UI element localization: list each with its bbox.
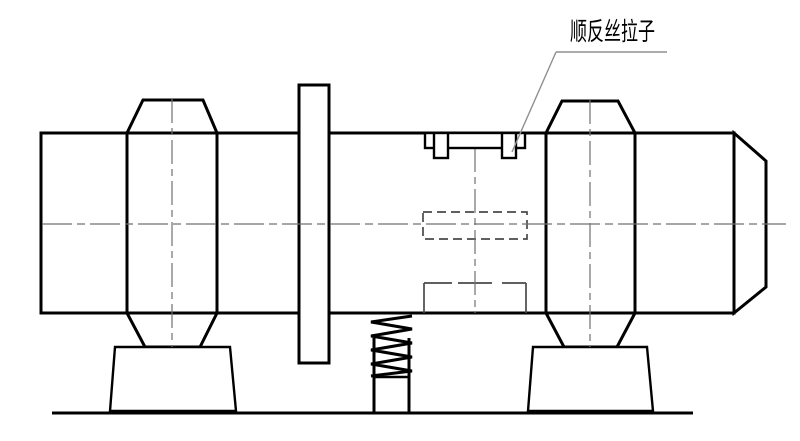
leader-slant-line [511,51,557,153]
label-leader [511,51,667,153]
puller-clip-left-pin [432,131,450,160]
puller-clip-right-pin [500,131,518,160]
puller-clip-bar [423,131,527,150]
drum-body [39,131,736,315]
drum-end-cap [732,129,768,317]
support-spring-coil [370,314,413,378]
left-support-base [108,345,238,413]
right-riding-ring [543,99,638,349]
spring-support [370,314,413,413]
right-support-base [526,345,655,413]
puller-clip [423,131,527,160]
part-label: 顺反丝拉子 [570,17,655,46]
left-riding-ring [124,98,220,349]
